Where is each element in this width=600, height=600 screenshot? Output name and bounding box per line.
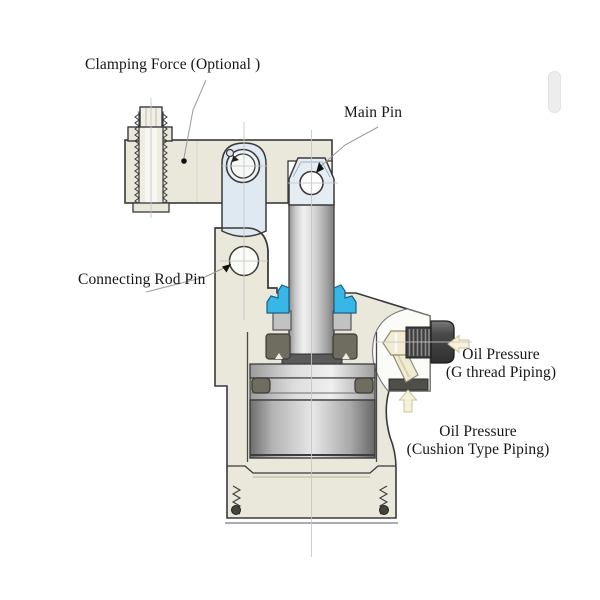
piston [249, 363, 376, 459]
leader-main-pin [320, 126, 379, 167]
seal-blue-left [266, 284, 290, 314]
snap-ring-lug [225, 148, 235, 158]
centerlines [150, 98, 472, 557]
leader-connecting-rod-pin [145, 265, 229, 293]
gland-ring-left [272, 310, 292, 331]
label-main-pin: Main Pin [344, 104, 403, 121]
label-oil-pressure-g: Oil Pressure (G thread Piping) [442, 346, 560, 382]
piston-seal-right [354, 377, 374, 394]
leader-main-pin-arrowhead [316, 162, 324, 173]
seal-blue-right [333, 284, 357, 314]
label-clamping-force: Clamping Force (Optional ) [85, 56, 261, 73]
piston-seal-left [251, 377, 271, 394]
oil-flow-arrow-left-icon [447, 334, 470, 354]
leader-dot [181, 158, 187, 164]
rod-seals [265, 284, 358, 360]
label-connecting-rod-pin: Connecting Rod Pin [78, 271, 206, 288]
label-oil-pressure-cushion: Oil Pressure (Cushion Type Piping) [404, 423, 552, 459]
leader-clamping-force [183, 79, 207, 159]
label-oil-pressure-g-line1: Oil Pressure [462, 346, 540, 363]
leaders [145, 79, 379, 293]
gland-ring-right [332, 310, 352, 331]
leader-rod-pin-arrowhead [222, 264, 231, 273]
label-oil-pressure-g-line2: (G thread Piping) [445, 364, 557, 381]
scrollbar-thumb[interactable] [548, 71, 561, 113]
label-oil-pressure-cushion-line1: Oil Pressure [439, 423, 517, 440]
label-oil-pressure-cushion-line2: (Cushion Type Piping) [406, 441, 550, 458]
oil-flow-arrow-up-icon [398, 389, 418, 413]
